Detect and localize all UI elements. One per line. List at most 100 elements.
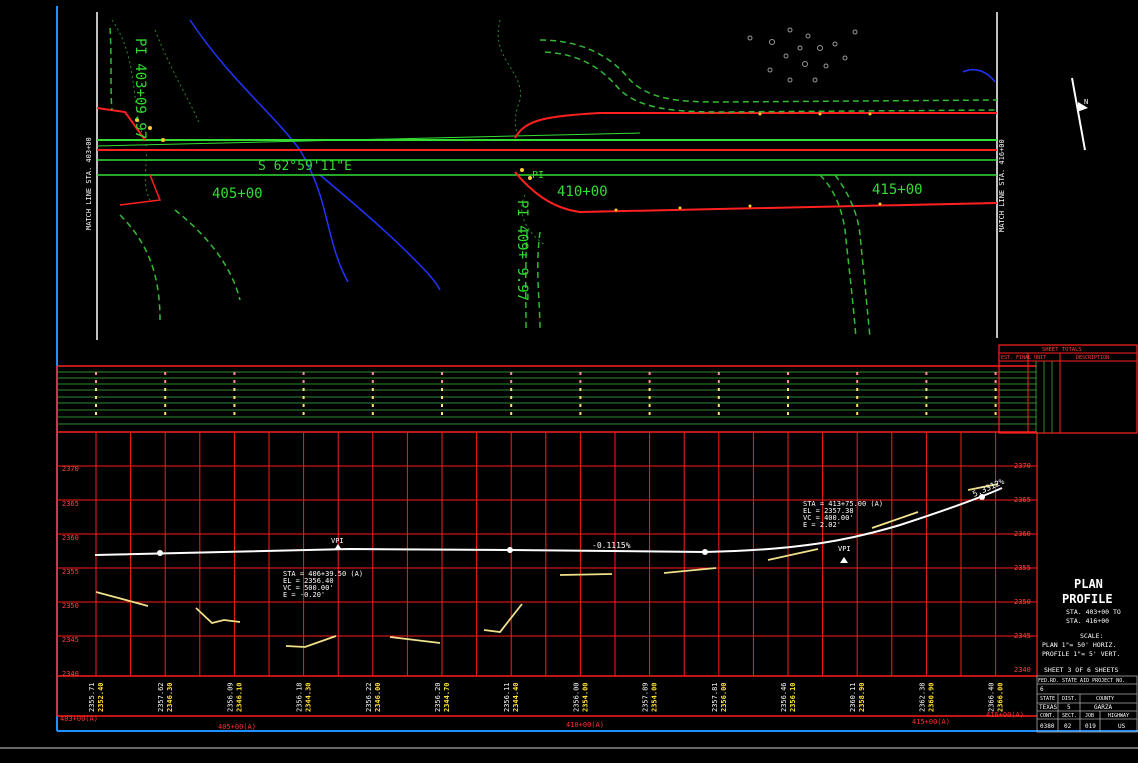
side-road-edge xyxy=(96,107,146,141)
header-tick xyxy=(441,412,443,415)
pi-label-small: PI xyxy=(532,170,544,181)
proposed-elevation: 2356.10 xyxy=(789,682,797,712)
ctl-header: CONT. xyxy=(1040,713,1055,719)
header-tick xyxy=(302,396,305,399)
elev-label: 2365 xyxy=(1014,496,1031,504)
proposed-elevation: 2344.40 xyxy=(512,682,520,712)
elev-label: 2340 xyxy=(62,670,79,678)
existing-elevation: 2356.09 xyxy=(226,682,234,712)
match-line-left: MATCH LINE STA. 403+00 xyxy=(85,137,93,230)
header-tick xyxy=(95,388,97,391)
header-tick xyxy=(856,372,859,375)
sheet-frame xyxy=(0,6,1138,749)
header-tick xyxy=(579,388,582,391)
side-road-edge xyxy=(514,112,997,139)
existing-ground xyxy=(95,483,999,648)
header-tick xyxy=(164,396,167,399)
proposed-elevation: 2360.90 xyxy=(927,682,935,712)
header-tick xyxy=(233,380,236,383)
drawing-title-profile: PROFILE xyxy=(1062,592,1113,606)
header-tick xyxy=(648,412,651,415)
pi-label-mid: PI 409+ 9.97 xyxy=(514,200,530,301)
col-header: DESCRIPTION xyxy=(1076,355,1109,361)
station-range-from: STA. 403+00 TO xyxy=(1066,608,1121,616)
header-tick xyxy=(856,412,859,415)
header-tick xyxy=(441,404,443,407)
header-tick xyxy=(648,396,651,399)
existing-elevation: 2357.81 xyxy=(711,682,719,712)
header-tick xyxy=(371,404,374,407)
header-tick xyxy=(510,380,513,383)
header-tick xyxy=(579,396,582,399)
header-tick xyxy=(233,404,236,407)
vpi-data-line: E = -0.20' xyxy=(283,591,325,599)
vpi-data-line: VC = 500.00' xyxy=(283,584,334,592)
vpi-label: VPI xyxy=(331,537,344,545)
profile-header-lines xyxy=(57,371,1037,425)
elev-label: 2360 xyxy=(62,534,79,542)
property-markers xyxy=(135,112,882,212)
north-arrow-icon: N xyxy=(1071,77,1088,151)
elev-label: 2360 xyxy=(1014,530,1031,538)
header-tick xyxy=(717,412,720,415)
vpi-triangle xyxy=(840,557,848,563)
header-tick xyxy=(787,372,789,375)
header-tick xyxy=(302,404,305,407)
project-info-text: FED.RD. STATE AID PROJECT NO. 6 STATE DI… xyxy=(1038,678,1129,730)
header-tick xyxy=(579,372,582,375)
existing-elevation: 2360.11 xyxy=(849,682,857,712)
header-tick xyxy=(787,404,789,407)
header-tick xyxy=(164,388,167,391)
side-road-edge xyxy=(514,171,998,214)
header-tick xyxy=(371,412,374,415)
existing-elevation: 2355.71 xyxy=(88,682,96,712)
header-tick xyxy=(164,412,167,415)
header-tick xyxy=(164,372,167,375)
fed-label: STATE AID PROJECT NO. xyxy=(1062,678,1125,684)
ctl-value: 019 xyxy=(1085,723,1096,730)
header-tick xyxy=(648,380,651,383)
header-tick xyxy=(95,380,97,383)
header-tick xyxy=(994,396,997,399)
grade-point xyxy=(979,494,985,500)
header-tick xyxy=(441,372,443,375)
header-tick xyxy=(994,380,997,383)
elev-label: 2345 xyxy=(62,636,79,644)
ctl-value: US xyxy=(1118,723,1126,730)
elev-label: 2345 xyxy=(1014,632,1031,640)
info-header: DIST. xyxy=(1062,696,1077,702)
vpi-triangle xyxy=(334,544,342,550)
tree-symbols xyxy=(747,27,858,83)
header-tick xyxy=(717,404,720,407)
scale-plan: PLAN 1"= 50' HORIZ. xyxy=(1042,641,1116,649)
header-tick xyxy=(856,404,859,407)
proposed-elevation: 2352.40 xyxy=(97,682,105,712)
elev-label: 2370 xyxy=(62,465,79,473)
vpi-data-line: EL = 2356.40 xyxy=(283,577,334,585)
existing-elevation: 2357.89 xyxy=(642,682,650,712)
vpi-data-line: VC = 400.00' xyxy=(803,514,854,522)
sheet-number: SHEET 3 OF 6 SHEETS xyxy=(1044,666,1118,674)
header-tick xyxy=(302,372,305,375)
grade-point xyxy=(702,549,708,555)
fed-value: 6 xyxy=(1040,686,1044,693)
header-tick xyxy=(95,396,97,399)
ctl-value: 02 xyxy=(1064,723,1072,730)
elev-label: 2355 xyxy=(62,568,79,576)
header-tick xyxy=(925,404,928,407)
header-tick xyxy=(787,396,789,399)
header-tick xyxy=(787,412,789,415)
elev-label: 2370 xyxy=(1014,462,1031,470)
header-tick xyxy=(441,396,443,399)
existing-elevation: 2357.62 xyxy=(157,682,165,712)
header-tick xyxy=(856,396,859,399)
existing-elevation: 2356.11 xyxy=(503,682,511,712)
header-tick xyxy=(302,388,305,391)
proposed-elevation: 2344.70 xyxy=(443,682,451,712)
drawing-title-plan: PLAN xyxy=(1074,577,1103,591)
header-tick xyxy=(510,412,513,415)
bottom-station: 415+00(A) xyxy=(912,718,950,726)
vpi-1-data: STA = 406+39.50 (A) EL = 2356.40 VC = 50… xyxy=(283,570,363,599)
header-tick xyxy=(856,388,859,391)
